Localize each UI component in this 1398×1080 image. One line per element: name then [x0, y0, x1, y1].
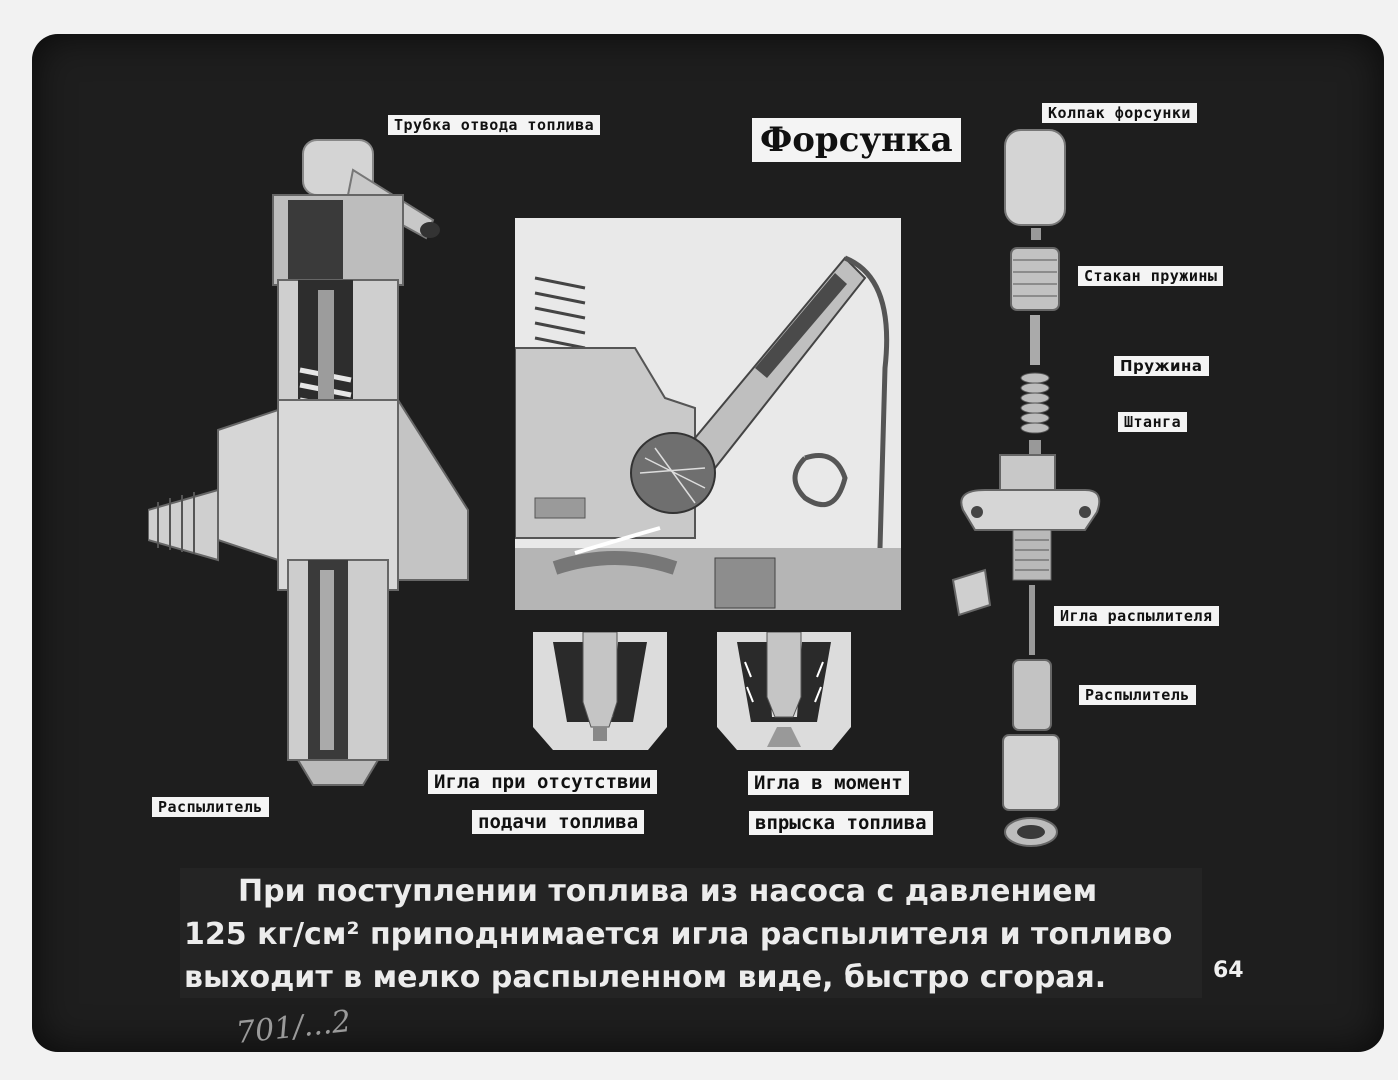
needle-open-illustration: [717, 632, 851, 750]
label-spring: Пружина: [1114, 356, 1209, 376]
caption-needle-closed-line1: Игла при отсутствии: [428, 770, 658, 794]
label-cap: Колпак форсунки: [1042, 103, 1197, 123]
label-needle: Игла распылителя: [1054, 606, 1219, 626]
label-nozzle-right: Распылитель: [1079, 685, 1196, 705]
label-rod: Штанга: [1118, 412, 1188, 432]
label-spring-cup: Стакан пружины: [1078, 266, 1224, 286]
caption-needle-closed-line2: подачи топлива: [472, 810, 645, 834]
description-line-1: При поступлении топлива из насоса с давл…: [238, 874, 1098, 909]
description-block: [180, 868, 1202, 998]
label-nozzle-left: Распылитель: [152, 797, 269, 817]
caption-needle-open-line1: Игла в момент: [748, 771, 909, 795]
slide-title: Форсунка: [752, 118, 961, 162]
injector-cutaway-illustration: [148, 139, 469, 786]
slide-number: 64: [1213, 958, 1244, 983]
engine-cross-section-illustration: [515, 218, 901, 610]
needle-closed-illustration: [533, 632, 667, 750]
description-line-2: 125 кг/см² приподнимается игла распылите…: [184, 917, 1173, 952]
caption-needle-open-line2: впрыска топлива: [749, 811, 933, 835]
label-drain-tube: Трубка отвода топлива: [388, 115, 601, 135]
description-line-3: выходит в мелко распыленном виде, быстро…: [184, 960, 1107, 995]
exploded-assembly-illustration: [951, 129, 1101, 847]
